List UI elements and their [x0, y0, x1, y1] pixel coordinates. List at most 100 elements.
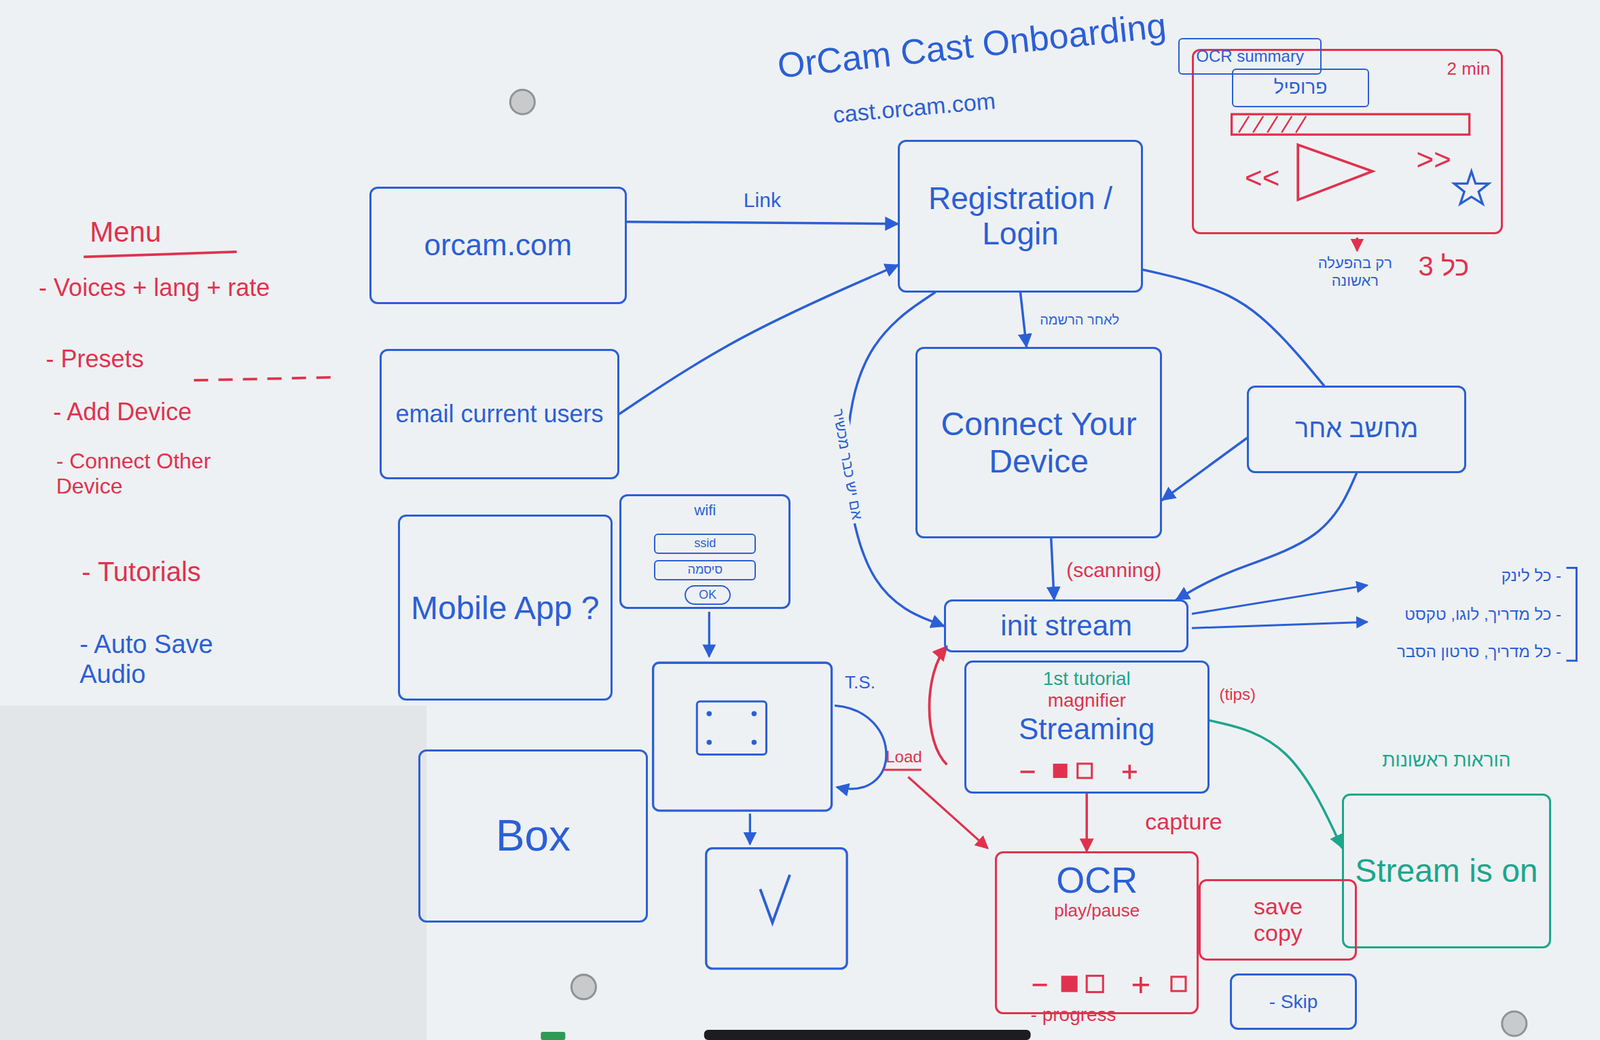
tab-box: OCR summary: [1178, 38, 1321, 75]
progress-bar: [1231, 114, 1470, 135]
flow-connector: [847, 292, 944, 627]
plus-icon: [1122, 764, 1137, 779]
menu-item: - Tutorials: [81, 556, 202, 588]
screen-box: 1st tutorialmagnifierStreaming: [964, 660, 1210, 794]
minus-icon: [1020, 770, 1035, 774]
platform-box: Box: [418, 749, 648, 923]
list-bracket: [1566, 568, 1577, 662]
box-label: OCR summary: [1182, 46, 1317, 66]
star-icon: [1453, 171, 1489, 204]
hebrew-note: רק בהפעלה ראשונה: [1314, 254, 1396, 290]
mount-pin: [510, 89, 535, 115]
flow-connector: [1209, 720, 1342, 848]
action-box: savecopy: [1198, 879, 1357, 961]
load-bracket: [929, 646, 947, 765]
message-box: הוראות ראשונותStream is on: [1341, 793, 1552, 949]
flow-connector: [1085, 793, 1088, 853]
flow-arrow: [749, 814, 752, 845]
flow-arrow: [708, 611, 711, 657]
flow-connector: [1161, 438, 1247, 500]
control-icon: [1061, 975, 1078, 993]
screen-box: OCRplay/pause: [994, 851, 1200, 1015]
box-label: הוראות ראשונות: [1343, 749, 1550, 772]
url-note: cast.orcam.com: [831, 87, 997, 129]
edge-label: Link: [740, 188, 785, 214]
list-item: - כל מדריך, לוגו, טקסט: [1356, 605, 1562, 625]
box-label: 1st tutorial: [973, 668, 1201, 690]
edge-label: לאחר הרשמה: [1036, 311, 1123, 329]
frame-corner: [706, 740, 713, 746]
process-box: Connect Your Device: [915, 347, 1163, 539]
window-reflection: [0, 705, 427, 1040]
load-note: Load: [885, 747, 922, 767]
box-label: ssid: [658, 536, 752, 551]
box-label: - Skip: [1238, 991, 1349, 1014]
wifi-form: wifi ssid סיסמה OK: [619, 494, 791, 609]
control-icon: [1053, 764, 1068, 779]
box-label: Registration / Login: [906, 180, 1135, 253]
frame-corner: [751, 711, 758, 718]
box-label: Mobile App ?: [406, 589, 604, 627]
list-item: - כל לינק: [1356, 566, 1562, 586]
duration-note: 2 min: [1447, 59, 1491, 80]
menu-item: - Add Device: [52, 397, 192, 426]
box-label: פרופיל: [1235, 76, 1366, 99]
retry-loop: [834, 705, 887, 790]
flow-connector: [1142, 269, 1324, 386]
control-icon: [1171, 977, 1186, 992]
underline: [883, 768, 922, 771]
note-arrow: [1191, 585, 1368, 614]
source-box: email current users: [379, 349, 620, 480]
check-mark: [759, 875, 790, 924]
box-label: email current users: [388, 400, 611, 428]
control-icon: [1077, 764, 1093, 779]
plus-icon: [1132, 977, 1150, 994]
load-arrow: [907, 776, 988, 849]
flow-connector: [1020, 292, 1027, 348]
mount-pin: [1502, 1011, 1527, 1037]
platform-box: Mobile App ?: [397, 514, 613, 701]
edge-label: capture: [1141, 808, 1226, 837]
marker-tray: [704, 1030, 1031, 1040]
progress-note: - progress: [1030, 1004, 1117, 1027]
process-box: Registration / Login: [897, 139, 1143, 293]
box-label: <<: [1244, 160, 1280, 196]
box-label: init stream: [952, 609, 1181, 643]
scan-frame-icon: [696, 701, 767, 755]
player-mockup: <<>>OCR summaryפרופיל: [1191, 48, 1503, 235]
input-field: ssid: [653, 533, 756, 555]
flow-arrow: [1356, 237, 1359, 252]
dashed-divider: [193, 377, 339, 381]
box-text: copy: [1207, 920, 1349, 947]
box-text: >>: [1416, 142, 1452, 178]
progress-fill: [1238, 116, 1306, 133]
site-box: orcam.com: [369, 186, 627, 305]
marker-cap: [540, 1032, 566, 1040]
control-icon: [1086, 975, 1103, 993]
box-label: wifi: [628, 501, 782, 519]
flow-connector: [1176, 473, 1357, 600]
frame-corner: [706, 711, 713, 718]
tips-note: (tips): [1219, 685, 1256, 705]
note-arrow: [1191, 622, 1368, 629]
underline: [83, 251, 237, 258]
process-box: init stream: [943, 599, 1190, 653]
minus-icon: [1032, 984, 1048, 987]
ok-button: OK: [684, 585, 731, 606]
box-label: Connect Your Device: [924, 405, 1154, 481]
box-text: Streaming: [973, 712, 1201, 748]
box-text: Stream is on: [1350, 852, 1543, 890]
menu-item: - Auto Save Audio: [79, 630, 263, 690]
list-item: - כל מדריך, סרטון הסבר: [1356, 642, 1562, 662]
box-label: סיסמה: [658, 562, 752, 578]
box-label: save: [1207, 893, 1349, 921]
box-text: magnifier: [973, 689, 1201, 712]
loop-note: T.S.: [844, 673, 876, 694]
menu-item: - Voices + lang + rate: [38, 273, 270, 302]
box-label: OCR: [1003, 859, 1191, 902]
